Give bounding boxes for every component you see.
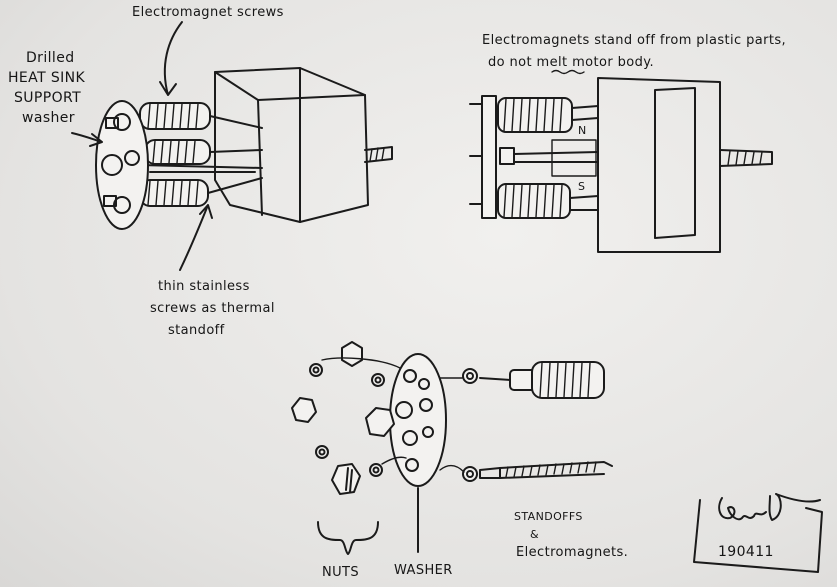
- lock-washer-6: [462, 466, 478, 482]
- label-drilled-1: Drilled: [26, 50, 75, 66]
- exploded-standoff-screw: [479, 461, 613, 479]
- label-pole-n: N: [578, 124, 587, 137]
- side-screws: [513, 105, 599, 211]
- nuts-brace: [317, 521, 379, 555]
- arrow-thin-screws: [179, 204, 213, 271]
- side-motor-shaft: [719, 149, 773, 167]
- arrow-electromagnet-screws: [159, 21, 183, 96]
- coil-bottom-left: [139, 179, 209, 207]
- signature-date: 190411: [718, 544, 774, 560]
- nut-1: [341, 341, 363, 367]
- label-pole-s: S: [578, 180, 585, 193]
- label-drilled-3: SUPPORT: [14, 90, 81, 106]
- coil-mid-left: [144, 139, 211, 165]
- lock-washer-3: [315, 445, 329, 459]
- nut-2: [291, 397, 317, 423]
- label-standoff-note-1: Electromagnets stand off from plastic pa…: [482, 33, 786, 48]
- side-coil-top: [497, 97, 573, 133]
- label-drilled-2: HEAT SINK: [8, 70, 86, 86]
- label-nuts: NUTS: [322, 565, 359, 580]
- side-view-assembly: [469, 77, 773, 253]
- signature-mark: [718, 493, 821, 521]
- lock-washer-1: [309, 363, 323, 377]
- label-drilled-4: washer: [22, 110, 75, 126]
- melt-underline: [551, 69, 585, 75]
- label-washer: WASHER: [394, 563, 453, 578]
- coil-top-left: [139, 102, 211, 130]
- label-standoffs-1: STANDOFFS: [514, 510, 583, 523]
- label-thin-2: screws as thermal: [150, 301, 275, 316]
- motor-body-outline: [214, 67, 369, 223]
- signature-box: [693, 493, 823, 573]
- motor-body-edge-vertical: [257, 99, 263, 216]
- label-standoffs-3: Electromagnets.: [516, 545, 628, 560]
- lock-washer-2: [371, 373, 385, 387]
- label-standoffs-2: &: [530, 528, 539, 541]
- label-electromagnet-screws: Electromagnet screws: [132, 5, 284, 20]
- lock-washer-4: [369, 463, 383, 477]
- side-coil-bottom: [497, 183, 571, 219]
- label-standoff-note-2: do not melt motor body.: [488, 55, 654, 70]
- nut-3: [365, 407, 395, 437]
- arrow-drilled-washer: [71, 132, 103, 147]
- label-thin-3: standoff: [168, 323, 225, 338]
- label-thin-1: thin stainless: [158, 279, 250, 294]
- perspective-assembly: [71, 21, 393, 271]
- standoff-screws: [139, 115, 263, 194]
- side-washer-plate: [481, 95, 497, 219]
- exploded-electromagnet: [479, 361, 605, 399]
- side-motor-body: [597, 77, 721, 253]
- lock-washer-5: [462, 368, 478, 384]
- side-nut-middle: [499, 147, 515, 165]
- exploded-view: [291, 341, 613, 555]
